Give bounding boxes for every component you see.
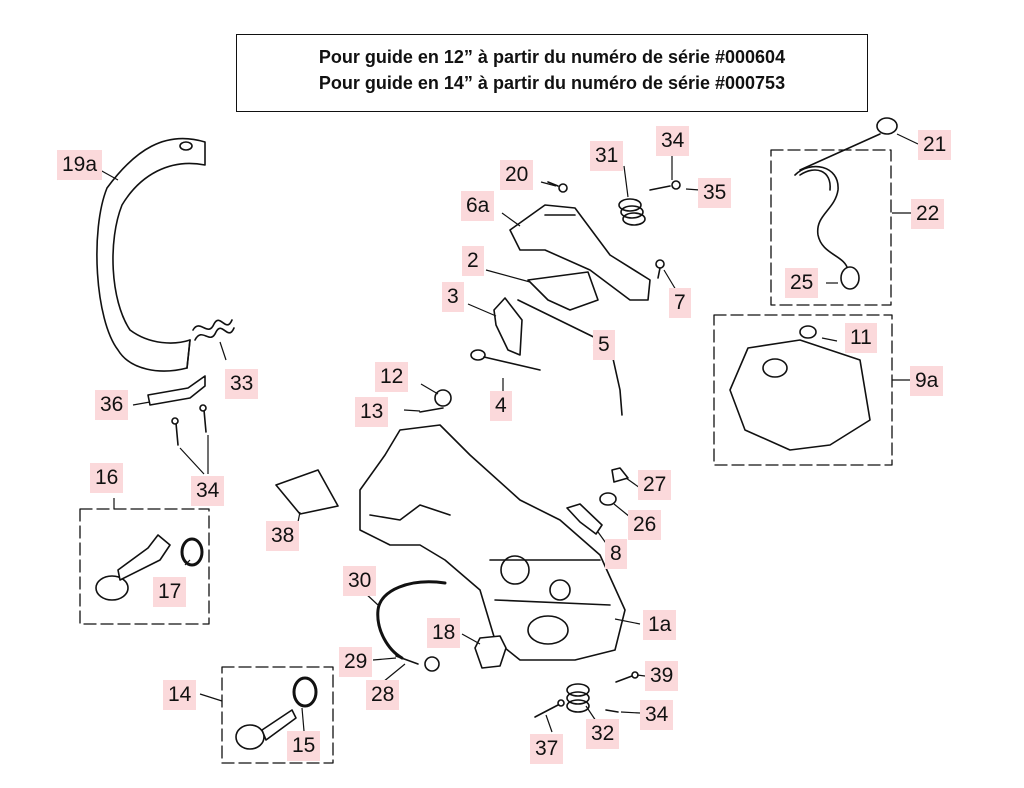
pad-38-part	[275, 469, 339, 515]
callout-17: 17	[153, 577, 187, 607]
callout-16: 16	[90, 463, 124, 493]
front-handle-part	[96, 137, 206, 372]
callout-27: 27	[638, 470, 672, 500]
serial-note-box: Pour guide en 12” à partir du numéro de …	[236, 34, 868, 112]
callout-35: 35	[698, 178, 732, 208]
group-box-22	[770, 149, 892, 306]
callout-6a: 6a	[461, 191, 495, 221]
group-box-9a	[713, 314, 893, 466]
screw-20-part	[547, 181, 568, 193]
serial-note-14in: Pour guide en 14” à partir du numéro de …	[318, 73, 786, 93]
serial-note-12in: Pour guide en 12” à partir du numéro de …	[318, 47, 786, 67]
spring-31-part	[618, 198, 646, 226]
callout-22: 22	[911, 199, 945, 229]
screw-7-part	[655, 259, 665, 279]
callout-8: 8	[605, 539, 627, 569]
callout-7: 7	[669, 288, 691, 318]
callout-28: 28	[366, 680, 400, 710]
callout-31: 31	[590, 141, 624, 171]
knob-12-part	[419, 389, 452, 413]
callout-34-bottom: 34	[640, 700, 674, 730]
tube-30-part	[376, 580, 447, 660]
callout-14: 14	[163, 680, 197, 710]
callout-34-left: 34	[191, 476, 225, 506]
callout-9a: 9a	[910, 366, 944, 396]
callout-19a: 19a	[57, 150, 103, 180]
callout-4: 4	[490, 391, 512, 421]
screw-39-part	[605, 671, 639, 713]
callout-12: 12	[375, 362, 409, 392]
grommet-18-part	[474, 635, 507, 669]
cap-26-27-part	[599, 467, 629, 506]
screws-34-left	[171, 404, 207, 446]
bracket-36-part	[147, 375, 206, 406]
callout-37: 37	[530, 734, 564, 764]
callout-38: 38	[266, 521, 300, 551]
cap-14-part	[235, 676, 318, 750]
callout-1a: 1a	[643, 610, 677, 640]
callout-30: 30	[343, 566, 377, 596]
plate-8-part	[566, 503, 603, 535]
rear-handle-6a-part	[509, 204, 651, 301]
callout-21: 21	[918, 130, 952, 160]
callout-29: 29	[339, 647, 373, 677]
spring-32-part	[566, 683, 590, 713]
throttle-linkage-part	[470, 271, 623, 416]
callout-5: 5	[593, 330, 615, 360]
callout-2: 2	[462, 246, 484, 276]
fitting-28-29-part	[395, 655, 440, 672]
callout-33: 33	[225, 369, 259, 399]
main-housing-part	[359, 424, 626, 661]
callout-20: 20	[500, 160, 534, 190]
group-box-14	[221, 666, 334, 764]
callout-18: 18	[427, 618, 461, 648]
callout-15: 15	[287, 731, 321, 761]
callout-34-top: 34	[656, 126, 690, 156]
group-box-16	[79, 508, 210, 625]
callout-36: 36	[95, 390, 129, 420]
screws-34-35-top	[649, 180, 681, 191]
bolt-37-part	[534, 699, 565, 718]
tank-9a-part	[729, 325, 871, 451]
fuel-line-22-part	[794, 117, 898, 290]
callout-11: 11	[845, 323, 877, 353]
oil-cap-16-part	[95, 534, 204, 601]
callout-3: 3	[442, 282, 464, 312]
callout-26: 26	[628, 510, 662, 540]
spring-33-part	[192, 319, 235, 341]
callout-25: 25	[785, 268, 819, 298]
callout-32: 32	[586, 719, 620, 749]
callout-39: 39	[645, 661, 679, 691]
callout-13: 13	[355, 397, 389, 427]
leader-lines	[99, 133, 919, 733]
